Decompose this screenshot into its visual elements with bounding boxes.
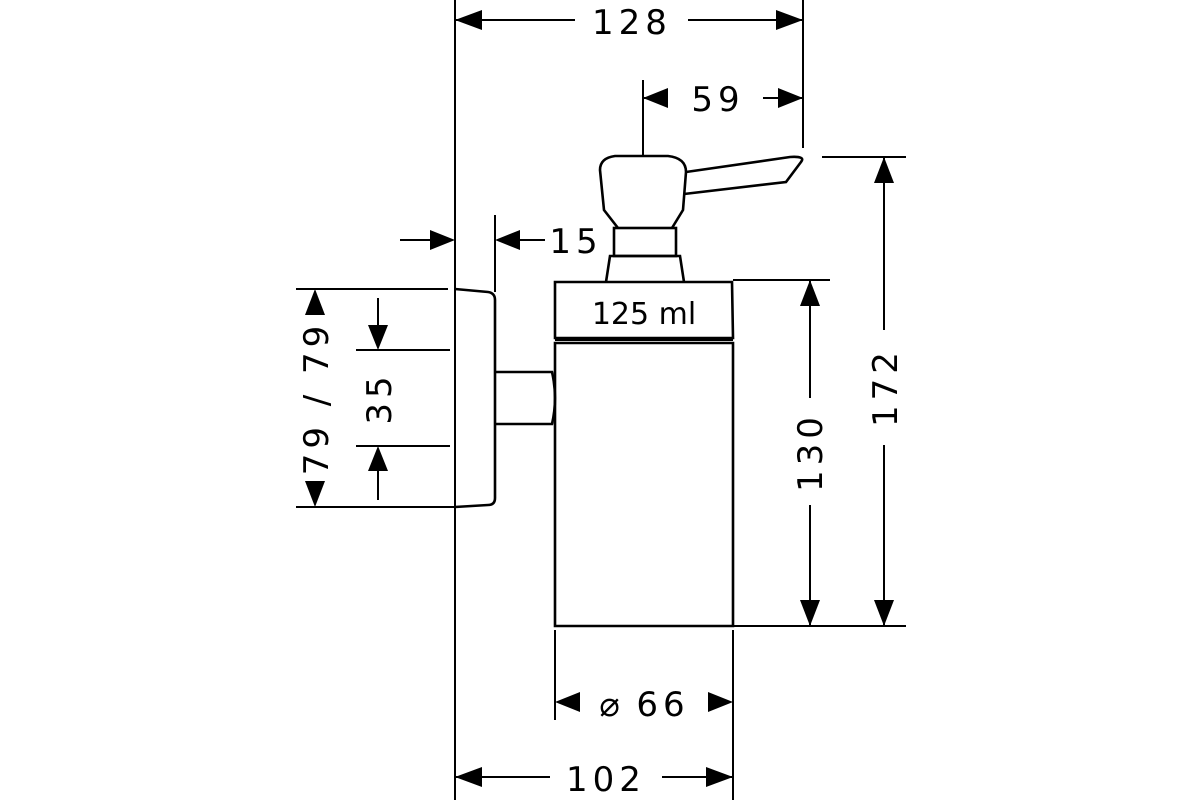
dimension-container-height: 130 <box>733 279 831 626</box>
dimension-container-height-label: 130 <box>791 412 831 492</box>
dimension-flange-size-label: 79 / 79 <box>297 321 337 476</box>
dimension-wall-offset-label: 15 <box>549 222 602 262</box>
wall-flange <box>454 287 497 509</box>
pump-spout <box>683 155 804 196</box>
dimension-projection: 102 <box>455 760 733 800</box>
dimension-spout-reach: 59 <box>642 80 803 157</box>
dimension-overall-width: 128 <box>455 0 804 148</box>
dimension-container-diameter-label: 66 <box>636 685 689 725</box>
container-body <box>553 280 735 340</box>
pump-collar <box>612 226 678 258</box>
dimension-overall-height-label: 172 <box>866 347 906 427</box>
pump-head <box>598 154 688 229</box>
dimension-wall-offset: 15 <box>400 215 602 292</box>
dimension-container-diameter: ⌀ 66 <box>554 630 734 800</box>
diameter-symbol-icon: ⌀ <box>599 685 624 725</box>
connecting-arm <box>495 370 557 426</box>
dimension-flange-size: 79 / 79 <box>296 288 455 508</box>
dimension-spout-reach-label: 59 <box>691 80 744 120</box>
dimension-overall-width-label: 128 <box>592 3 672 43</box>
pump-neck <box>604 254 686 283</box>
dimension-flange-spacing: 35 <box>356 298 450 500</box>
container-glass <box>553 341 735 628</box>
capacity-label: 125 ml <box>592 297 696 332</box>
dimension-flange-spacing-label: 35 <box>360 371 400 424</box>
dimension-overall-height: 172 <box>733 156 906 627</box>
dimension-projection-label: 102 <box>566 760 646 800</box>
